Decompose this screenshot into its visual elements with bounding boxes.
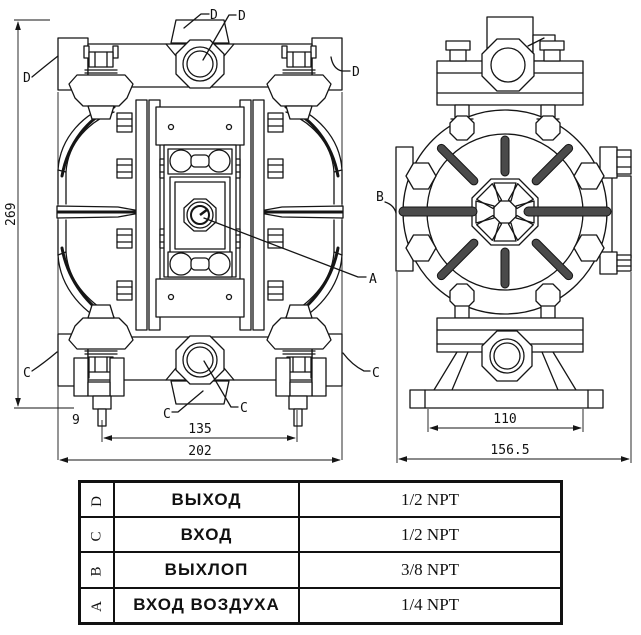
technical-drawing: 269 9 135 202 D D D D C C C C A — [4, 8, 632, 463]
callout-d-left: D — [23, 71, 31, 86]
callout-b-exhaust: B — [376, 190, 384, 205]
air-inlet-port — [183, 198, 217, 232]
dim-269: 269 — [4, 19, 74, 409]
air-valve-assembly — [155, 106, 245, 318]
side-top-port — [436, 16, 584, 141]
row-name: ВЫХЛОП — [113, 551, 300, 589]
row-key: D — [78, 480, 115, 519]
row-size: 1/4 NPT — [298, 586, 563, 625]
dim-202: 202 — [59, 444, 341, 463]
side-bottom-stand — [409, 283, 604, 409]
table-row: C ВХОД 1/2 NPT — [78, 516, 563, 554]
callout-a-air-inlet: A — [369, 272, 377, 287]
dim-269-text: 269 — [4, 203, 19, 226]
row-key: C — [78, 516, 115, 554]
row-name: ВХОД — [113, 516, 300, 554]
callout-c-bottom-left: C — [163, 407, 171, 422]
callout-c-bottom-center: C — [240, 401, 248, 416]
row-name: ВХОД ВОЗДУХА — [113, 586, 300, 625]
side-port-blocks — [599, 146, 632, 275]
dim-156-5-text: 156.5 — [490, 443, 529, 458]
left-foot — [73, 357, 125, 427]
row-name: ВЫХОД — [113, 480, 300, 519]
front-view: 269 9 135 202 D D D D C C C C A — [4, 8, 380, 463]
row-size: 3/8 NPT — [298, 551, 563, 589]
row-size: 1/2 NPT — [298, 480, 563, 519]
dim-135-text: 135 — [188, 422, 211, 437]
callout-c-right: C — [372, 366, 380, 381]
row-size: 1/2 NPT — [298, 516, 563, 554]
right-foot — [275, 357, 327, 427]
table-row: A ВХОД ВОЗДУХА 1/4 NPT — [78, 586, 563, 625]
row-key: A — [78, 586, 115, 625]
callout-c-left: C — [23, 366, 31, 381]
dim-156-5: 156.5 — [396, 272, 632, 463]
spoke-wheel — [471, 178, 539, 246]
dim-202-text: 202 — [188, 444, 211, 459]
dim-110-text: 110 — [493, 412, 516, 427]
side-view: B 110 156.5 — [376, 16, 632, 463]
radial-slots — [398, 135, 612, 289]
table-row: D ВЫХОД 1/2 NPT — [78, 480, 563, 519]
callout-d-top-center: D — [238, 9, 246, 24]
dim-9-text: 9 — [72, 413, 80, 428]
dim-135: 135 — [101, 410, 298, 442]
table-row: B ВЫХЛОП 3/8 NPT — [78, 551, 563, 589]
callout-d-right: D — [352, 65, 360, 80]
ports-table: D ВЫХОД 1/2 NPT C ВХОД 1/2 NPT B ВЫХЛОП … — [78, 480, 563, 625]
callout-d-top-port: D — [210, 8, 218, 23]
dim-110: 110 — [427, 409, 584, 432]
row-key: B — [78, 551, 115, 589]
